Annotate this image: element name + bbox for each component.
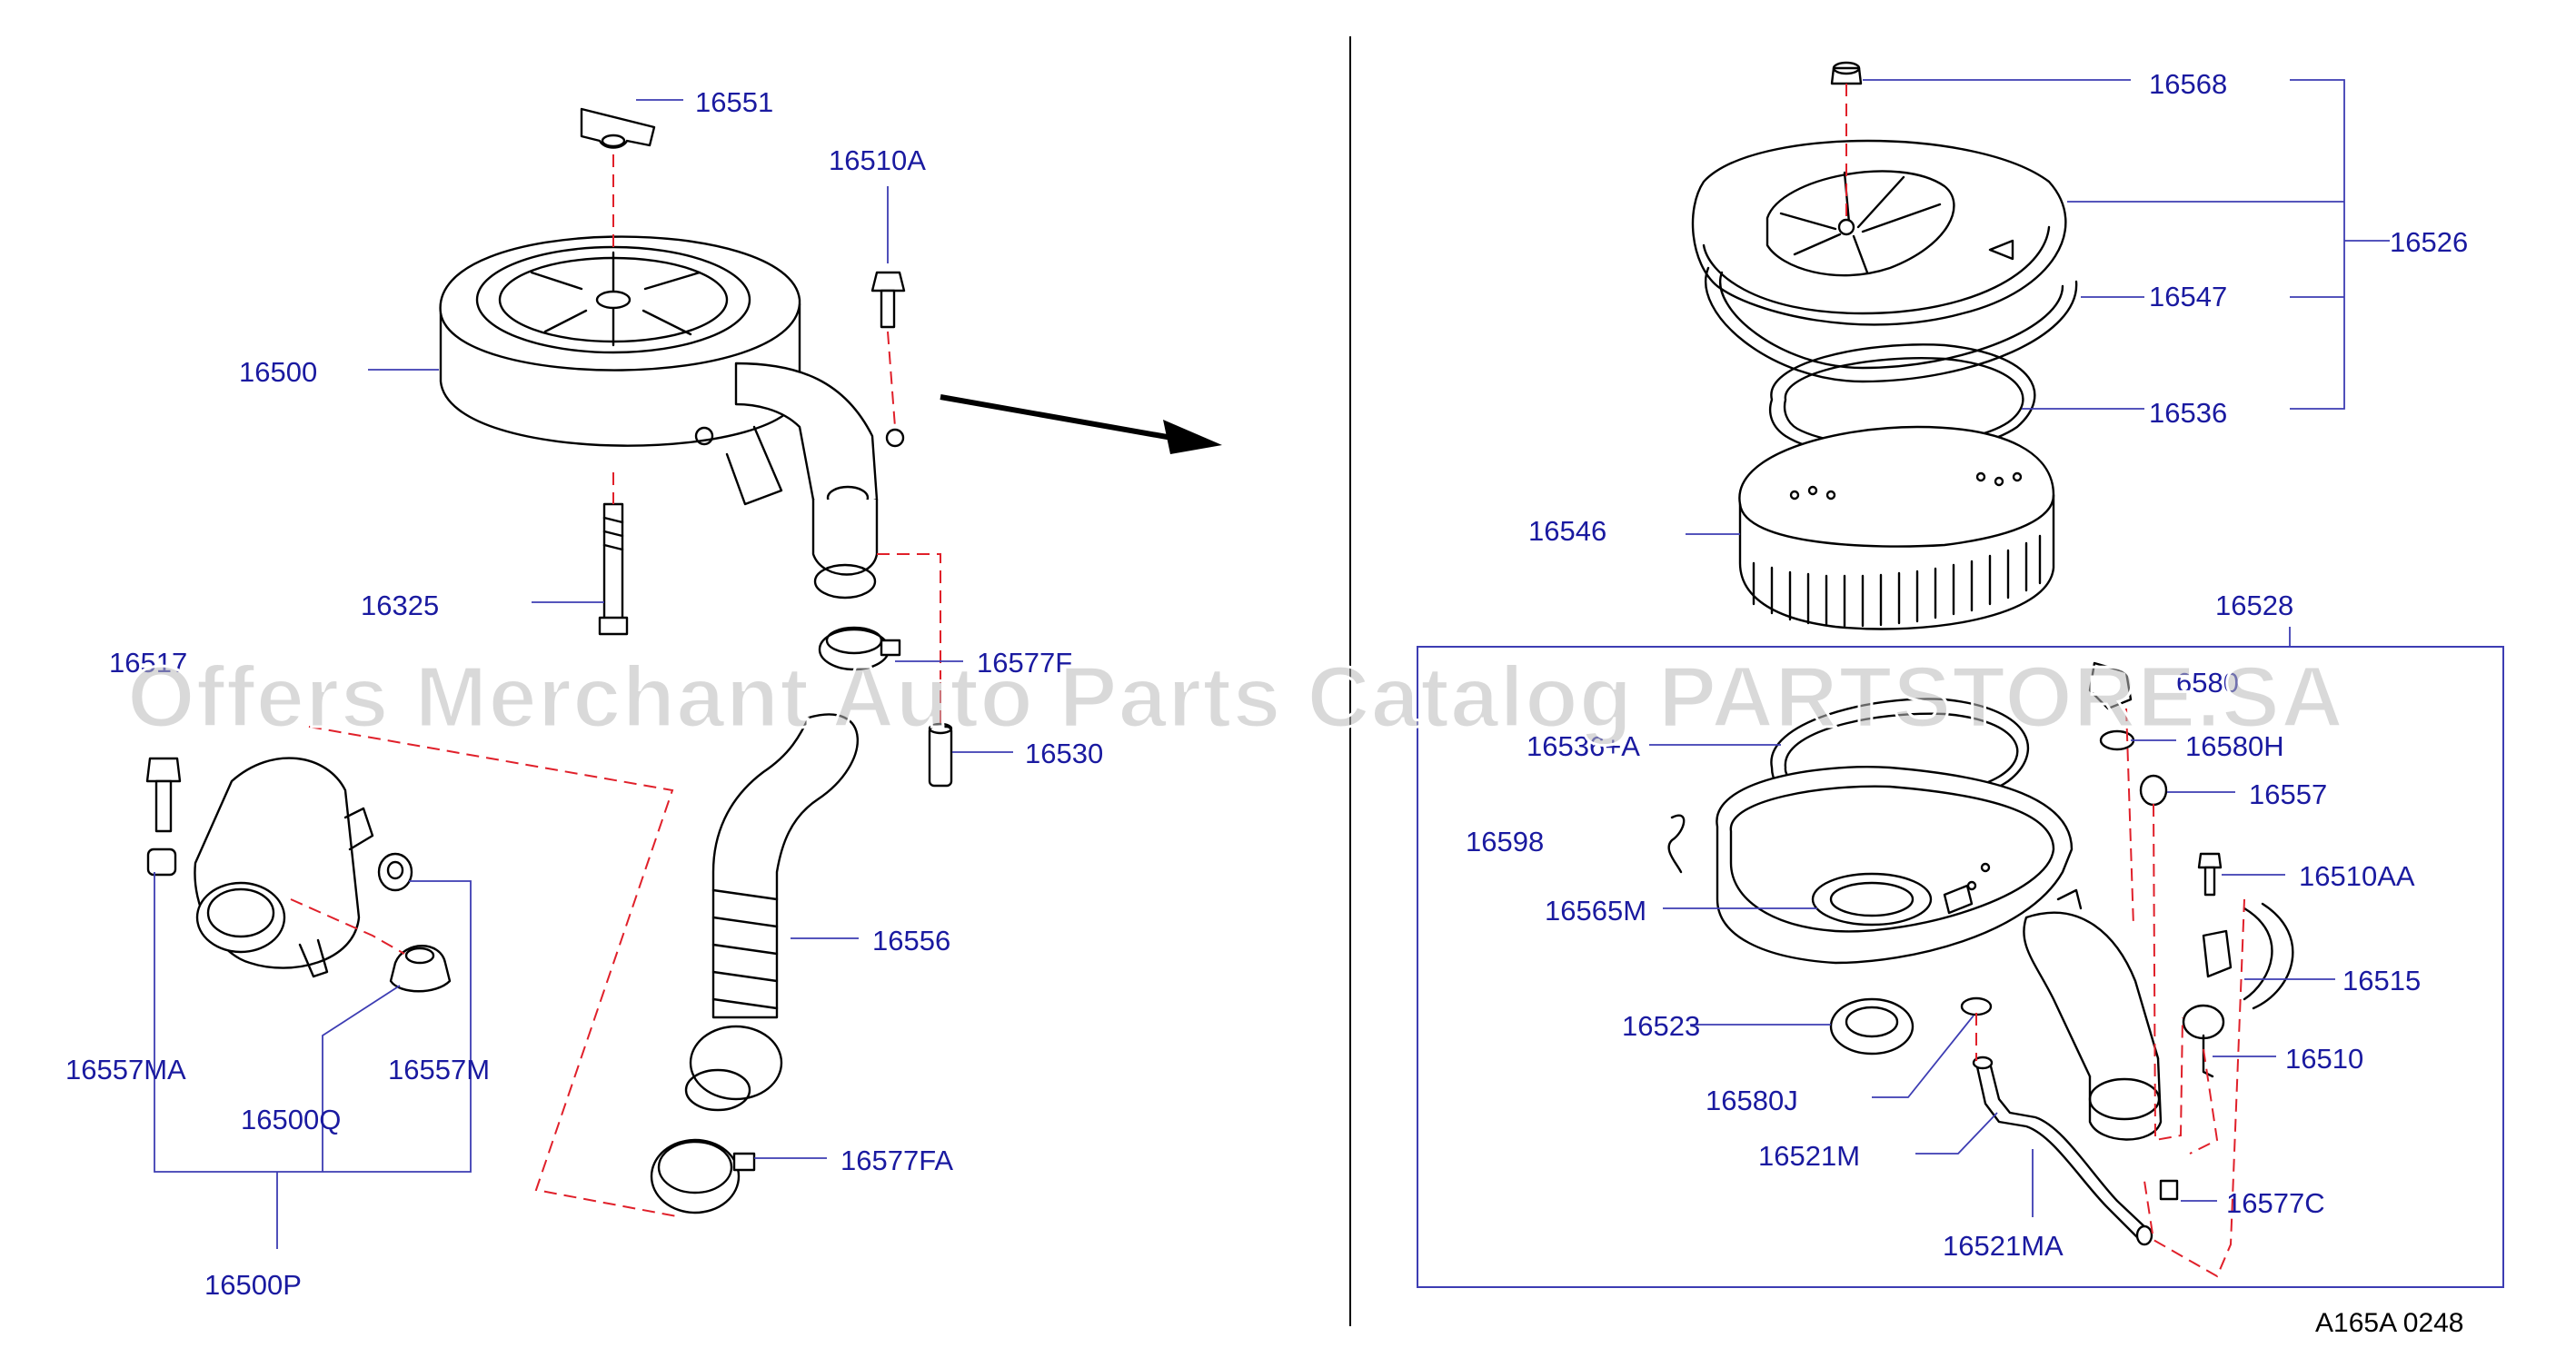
label-16500P: 16500P: [204, 1269, 302, 1301]
resonator-drawing: [194, 757, 374, 978]
clip-16577C-drawing: [2159, 1179, 2179, 1201]
valve-16510-drawing: [2182, 1004, 2225, 1078]
pin-16530-drawing: [928, 722, 953, 788]
wing-nut-drawing: [580, 107, 656, 149]
group-box-16528: [1417, 646, 2504, 1288]
gasket-16536-drawing: [1768, 343, 2036, 457]
label-16580J: 16580J: [1706, 1085, 1798, 1116]
seal-16523-drawing: [1829, 997, 1915, 1056]
label-16510: 16510: [2285, 1043, 2363, 1075]
direction-arrow: [940, 394, 1222, 454]
pipe-16521M-drawing: [1972, 1056, 2153, 1246]
bolt-16510A-drawing: [870, 271, 906, 329]
label-16565M: 16565M: [1545, 895, 1646, 927]
right-leaders: [1649, 79, 2390, 1217]
label-16500Q: 16500Q: [241, 1104, 341, 1135]
air-cleaner-assembly-drawing: [439, 235, 905, 600]
grommet-16557M-drawing: [377, 852, 413, 892]
clip-16598-drawing: [1667, 814, 1686, 874]
label-16556: 16556: [872, 925, 950, 956]
housing-16528-drawing: [1716, 766, 2163, 1141]
clamp-16577F-drawing: [818, 626, 901, 671]
label-6580: 6580: [2176, 667, 2239, 699]
bolt-16517-drawing: [145, 757, 182, 833]
seal-16547-drawing: [1705, 266, 2078, 383]
label-16598: 16598: [1466, 826, 1544, 857]
part-labels: 16551 16510A 16500 16325 16517 16577F 16…: [65, 68, 2468, 1301]
duct-hose-16556-drawing: [684, 713, 859, 1112]
label-16325: 16325: [361, 590, 439, 621]
left-dashed-guides: [290, 154, 941, 1218]
drawing-code: A165A 0248: [2315, 1308, 2464, 1338]
label-16536A: 16536+A: [1527, 730, 1640, 762]
label-16580H: 16580H: [2185, 730, 2284, 762]
wing-nut-16568-drawing: [1830, 61, 1863, 85]
label-16517: 16517: [109, 647, 187, 679]
mount-16500Q-drawing: [389, 945, 452, 993]
label-16500: 16500: [239, 356, 317, 388]
label-16515: 16515: [2342, 965, 2421, 996]
label-16536: 16536: [2149, 397, 2227, 429]
grommet-16557-drawing: [2139, 774, 2168, 807]
label-16551: 16551: [695, 86, 773, 118]
label-16521M: 16521M: [1758, 1140, 1860, 1172]
bolt-16510AA-drawing: [2197, 852, 2223, 897]
right-dashed-guides: [1845, 84, 2245, 1278]
air-cleaner-cover-drawing: [1691, 139, 2067, 326]
label-16557MA: 16557MA: [65, 1054, 186, 1085]
label-16577C: 16577C: [2226, 1187, 2325, 1219]
label-16510AA: 16510AA: [2299, 860, 2415, 892]
label-16546: 16546: [1528, 515, 1606, 547]
label-16521MA: 16521MA: [1943, 1230, 2064, 1262]
washer-16580J-drawing: [1960, 996, 1993, 1016]
clamp-16577FA-drawing: [650, 1138, 756, 1214]
filter-element-16546-drawing: [1738, 425, 2055, 630]
label-16577F: 16577F: [977, 647, 1072, 679]
label-16547: 16547: [2149, 281, 2227, 312]
label-16528: 16528: [2215, 590, 2293, 621]
label-16526: 16526: [2390, 226, 2468, 258]
hose-16515-drawing: [2202, 902, 2294, 1010]
label-16568: 16568: [2149, 68, 2227, 100]
stud-bolt-drawing: [598, 502, 629, 636]
label-16510A: 16510A: [829, 144, 926, 176]
left-leaders: [154, 99, 1013, 1249]
sensor-6580-drawing: [2088, 661, 2133, 710]
label-16557M: 16557M: [388, 1054, 490, 1085]
grommet-16557MA-drawing: [146, 847, 177, 877]
label-16577FA: 16577FA: [840, 1145, 953, 1176]
watermark-text: Offers Merchant Auto Parts Catalog PARTS…: [127, 649, 2344, 746]
label-16530: 16530: [1025, 738, 1103, 769]
label-16557: 16557: [2249, 778, 2327, 810]
label-16523: 16523: [1622, 1010, 1700, 1042]
